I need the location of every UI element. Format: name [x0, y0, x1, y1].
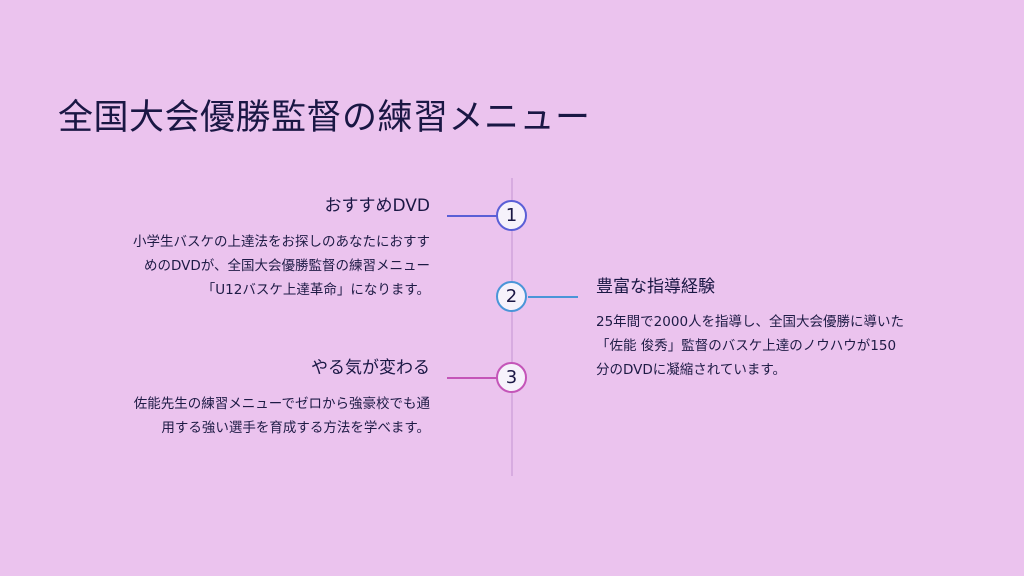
step-1-heading: おすすめDVD	[324, 196, 430, 216]
step-3-description: 佐能先生の練習メニューでゼロから強豪校でも通 用する強い選手を育成する方法を学べ…	[134, 392, 430, 440]
step-3-line-2: 用する強い選手を育成する方法を学べます。	[161, 420, 430, 436]
connector-1	[447, 215, 497, 217]
step-3-line-1: 佐能先生の練習メニューでゼロから強豪校でも通	[133, 396, 430, 412]
step-1-line-2: めのDVDが、全国大会優勝監督の練習メニュー	[143, 258, 430, 274]
timeline-line	[511, 178, 513, 476]
step-marker-2: 2	[496, 281, 527, 312]
step-2-description: 25年間で2000人を指導し、全国大会優勝に導いた 「佐能 俊秀」監督のバスケ上…	[596, 310, 904, 382]
step-2-line-2: 「佐能 俊秀」監督のバスケ上達のノウハウが150	[596, 338, 897, 354]
step-marker-3: 3	[496, 362, 527, 393]
connector-2	[528, 296, 578, 298]
connector-3	[447, 377, 497, 379]
step-1-description: 小学生バスケの上達法をお探しのあなたにおすす めのDVDが、全国大会優勝監督の練…	[133, 230, 430, 302]
slide-title: 全国大会優勝監督の練習メニュー	[58, 98, 591, 138]
step-2-line-3: 分のDVDに凝縮されています。	[596, 362, 787, 378]
step-marker-1: 1	[496, 200, 527, 231]
step-1-line-1: 小学生バスケの上達法をお探しのあなたにおすす	[133, 234, 430, 250]
step-1-line-3: 「U12バスケ上達革命」になります。	[201, 282, 430, 298]
step-3-heading: やる気が変わる	[311, 358, 430, 378]
step-2-line-1: 25年間で2000人を指導し、全国大会優勝に導いた	[596, 314, 905, 330]
step-2-heading: 豊富な指導経験	[596, 277, 715, 297]
